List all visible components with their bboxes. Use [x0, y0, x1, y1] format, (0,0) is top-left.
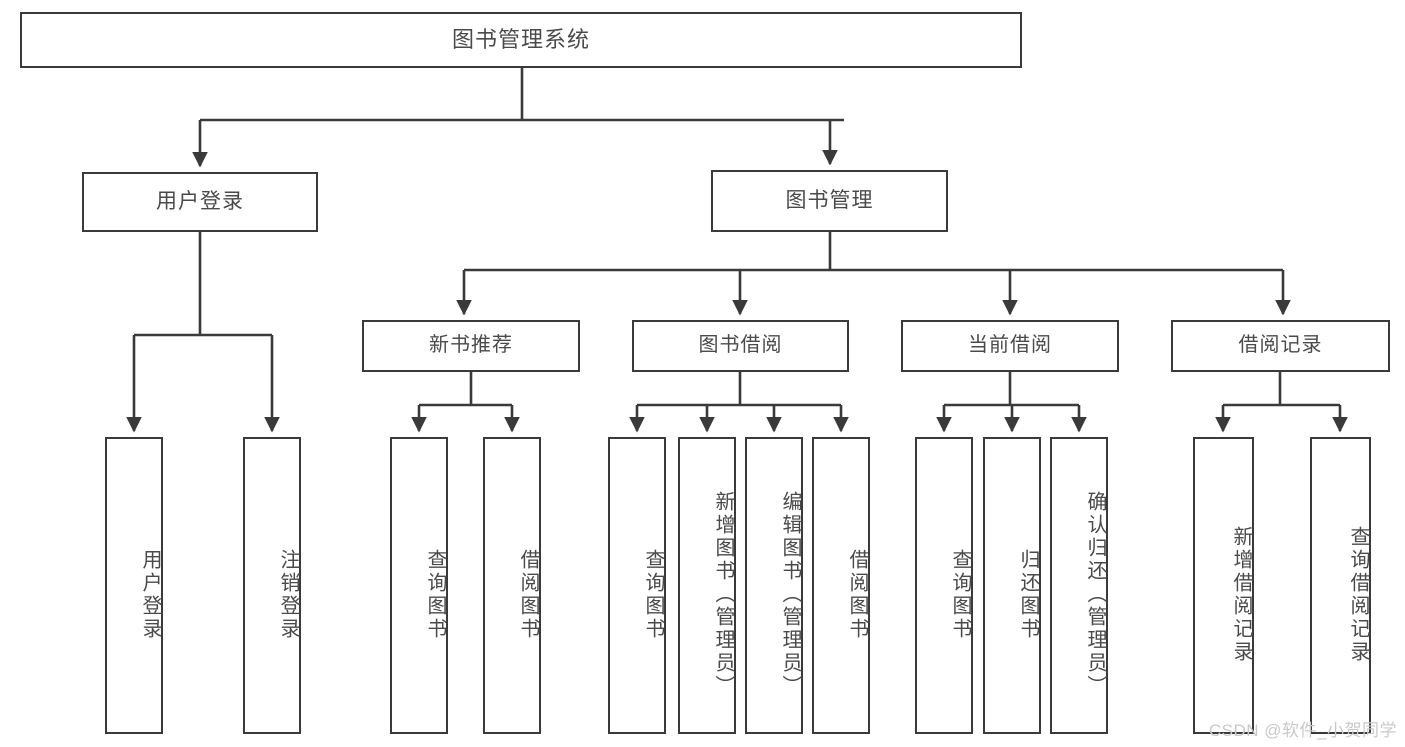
node-return-book-label: 归还图书: [1017, 548, 1039, 641]
node-borrow-record-label: 借阅记录: [1238, 334, 1323, 357]
node-edit-book-admin-label: 编辑图书（管理员）: [779, 491, 801, 698]
node-borrow-book-2[interactable]: 借阅图书: [812, 437, 870, 734]
node-borrow-book-1[interactable]: 借阅图书: [483, 437, 541, 734]
node-new-book-recommend[interactable]: 新书推荐: [362, 320, 580, 372]
node-book-management-label: 图书管理: [785, 188, 874, 212]
node-book-borrow-label: 图书借阅: [698, 334, 783, 357]
node-query-book-1[interactable]: 查询图书: [390, 437, 448, 734]
node-root-label: 图书管理系统: [451, 27, 590, 53]
node-current-borrow-label: 当前借阅: [968, 334, 1052, 357]
node-user-login[interactable]: 用户登录: [82, 172, 318, 232]
node-new-book-recommend-label: 新书推荐: [429, 334, 513, 357]
node-query-book-1-label: 查询图书: [424, 548, 446, 641]
node-book-management[interactable]: 图书管理: [711, 170, 948, 232]
watermark: CSDN @软件_小贺同学: [1208, 721, 1397, 740]
node-user-login-action[interactable]: 用户登录: [105, 437, 163, 734]
node-add-book-admin[interactable]: 新增图书（管理员）: [678, 437, 736, 734]
node-query-book-2[interactable]: 查询图书: [608, 437, 666, 734]
node-root[interactable]: 图书管理系统: [20, 12, 1022, 68]
node-current-borrow[interactable]: 当前借阅: [901, 320, 1119, 372]
node-confirm-return-admin-label: 确认归还（管理员）: [1084, 491, 1106, 698]
node-borrow-book-1-label: 借阅图书: [517, 548, 539, 641]
node-book-borrow[interactable]: 图书借阅: [632, 320, 849, 372]
node-add-book-admin-label: 新增图书（管理员）: [712, 491, 734, 698]
node-confirm-return-admin[interactable]: 确认归还（管理员）: [1050, 437, 1108, 734]
node-query-book-2-label: 查询图书: [642, 548, 664, 641]
node-edit-book-admin[interactable]: 编辑图书（管理员）: [745, 437, 803, 734]
node-borrow-book-2-label: 借阅图书: [846, 548, 868, 641]
node-user-logout-action-label: 注销登录: [277, 548, 299, 641]
node-user-logout-action[interactable]: 注销登录: [243, 437, 301, 734]
node-query-book-3-label: 查询图书: [949, 548, 971, 641]
node-add-borrow-record[interactable]: 新增借阅记录: [1193, 437, 1254, 734]
node-return-book[interactable]: 归还图书: [983, 437, 1041, 734]
node-query-book-3[interactable]: 查询图书: [915, 437, 973, 734]
node-user-login-label: 用户登录: [156, 189, 244, 213]
node-query-borrow-record[interactable]: 查询借阅记录: [1310, 437, 1371, 734]
node-query-borrow-record-label: 查询借阅记录: [1347, 525, 1369, 664]
node-borrow-record[interactable]: 借阅记录: [1171, 320, 1390, 372]
node-user-login-action-label: 用户登录: [139, 548, 161, 641]
node-add-borrow-record-label: 新增借阅记录: [1230, 525, 1252, 664]
